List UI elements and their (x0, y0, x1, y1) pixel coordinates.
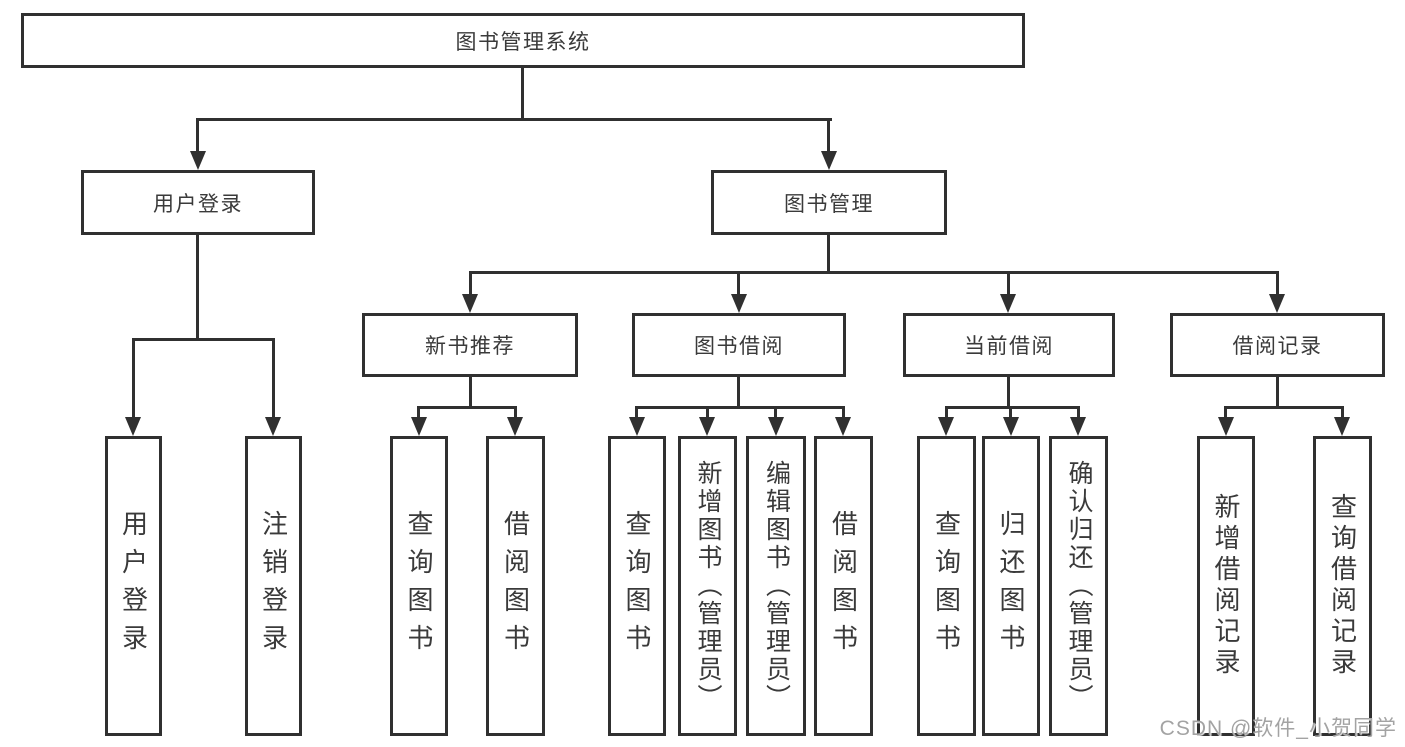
arrowhead-user-login-2 (265, 417, 281, 436)
leaf-label: 用户登录 (118, 510, 149, 662)
leaf-label: 注销登录 (258, 510, 289, 662)
connector-borrowing-drop-2 (706, 406, 709, 420)
connector-records-drop-1 (1224, 406, 1227, 420)
arrowhead-records-1 (1218, 417, 1234, 436)
leaf-current-query-books: 查询图书 (917, 436, 976, 736)
connector-book-mgmt-drop-2 (737, 271, 740, 297)
node-label: 用户登录 (153, 192, 243, 216)
node-label: 新书推荐 (425, 335, 515, 358)
connector-recommend-bar (417, 406, 517, 409)
node-label: 图书管理 (784, 192, 874, 216)
connector-book-mgmt-bar (469, 271, 1279, 274)
leaf-borrowing-query-books: 查询图书 (608, 436, 666, 736)
leaf-label: 查询图书 (404, 510, 434, 662)
leaf-recommend-borrow-books: 借阅图书 (486, 436, 545, 736)
leaf-records-add-borrow-record: 新增借阅记录 (1197, 436, 1255, 736)
arrowhead-book-mgmt-2 (731, 294, 747, 313)
leaf-current-confirm-return-admin: 确认归还（管理员） (1049, 436, 1108, 736)
leaf-label: 新增借阅记录 (1211, 493, 1241, 679)
leaf-label: 确认归还（管理员） (1065, 460, 1093, 712)
connector-current-drop-3 (1077, 406, 1080, 420)
node-label: 图书借阅 (694, 335, 784, 358)
arrowhead-recommend-2 (507, 417, 523, 436)
connector-book-mgmt-stem (827, 235, 830, 271)
connector-records-bar (1224, 406, 1344, 409)
connector-borrowing-drop-4 (842, 406, 845, 420)
leaf-label: 借阅图书 (828, 510, 859, 662)
leaf-borrowing-add-books-admin: 新增图书（管理员） (678, 436, 737, 736)
connector-current-stem (1007, 377, 1010, 406)
connector-user-login-drop-2 (272, 338, 275, 420)
arrowhead-current-1 (938, 417, 954, 436)
node-book-management: 图书管理 (711, 170, 947, 235)
arrowhead-book-mgmt-3 (1000, 294, 1016, 313)
node-library-management-system: 图书管理系统 (21, 13, 1025, 68)
node-label: 借阅记录 (1232, 335, 1323, 358)
connector-borrowing-stem (737, 377, 740, 406)
arrowhead-borrowing-3 (768, 417, 784, 436)
connector-recommend-drop-1 (417, 406, 420, 420)
connector-current-drop-2 (1009, 406, 1012, 420)
leaf-user-login: 用户登录 (105, 436, 162, 736)
connector-recommend-stem (469, 377, 472, 406)
connector-book-mgmt-drop-4 (1276, 271, 1279, 297)
node-borrowing-records: 借阅记录 (1170, 313, 1385, 377)
arrowhead-current-2 (1003, 417, 1019, 436)
node-user-login: 用户登录 (81, 170, 315, 235)
node-current-borrowing: 当前借阅 (903, 313, 1115, 377)
arrowhead-book-mgmt-1 (462, 294, 478, 313)
leaf-recommend-query-books: 查询图书 (390, 436, 448, 736)
leaf-label: 查询图书 (931, 510, 962, 662)
leaf-label: 新增图书（管理员） (694, 460, 722, 712)
connector-root-stem (521, 68, 524, 118)
connector-book-mgmt-drop-3 (1007, 271, 1010, 297)
leaf-current-return-books: 归还图书 (982, 436, 1040, 736)
csdn-watermark: CSDN @软件_小贺同学 (1159, 717, 1397, 740)
leaf-logout: 注销登录 (245, 436, 302, 736)
connector-user-login-bar (132, 338, 275, 341)
leaf-label: 归还图书 (996, 510, 1026, 662)
node-label: 当前借阅 (964, 335, 1054, 358)
connector-current-drop-1 (945, 406, 948, 420)
arrowhead-recommend-1 (411, 417, 427, 436)
arrowhead-current-3 (1070, 417, 1086, 436)
connector-borrowing-drop-3 (774, 406, 777, 420)
arrowhead-root-1 (190, 151, 206, 170)
connector-user-login-stem (196, 235, 199, 338)
node-new-book-recommend: 新书推荐 (362, 313, 578, 377)
arrowhead-user-login-1 (125, 417, 141, 436)
connector-book-mgmt-drop-1 (469, 271, 472, 297)
node-label: 图书管理系统 (455, 30, 591, 54)
arrowhead-book-mgmt-4 (1269, 294, 1285, 313)
connector-records-drop-2 (1341, 406, 1344, 420)
connector-borrowing-drop-1 (635, 406, 638, 420)
connector-root-drop-1 (196, 118, 199, 154)
arrowhead-root-2 (821, 151, 837, 170)
arrowhead-borrowing-1 (629, 417, 645, 436)
connector-current-bar (945, 406, 1080, 409)
node-book-borrowing: 图书借阅 (632, 313, 846, 377)
leaf-records-query-borrow-record: 查询借阅记录 (1313, 436, 1372, 736)
leaf-borrowing-borrow-books: 借阅图书 (814, 436, 873, 736)
leaf-label: 查询图书 (622, 510, 652, 662)
connector-borrowing-bar (635, 406, 845, 409)
arrowhead-borrowing-4 (835, 417, 851, 436)
connector-user-login-drop-1 (132, 338, 135, 420)
arrowhead-records-2 (1334, 417, 1350, 436)
connector-root-bar (196, 118, 832, 121)
connector-records-stem (1276, 377, 1279, 406)
arrowhead-borrowing-2 (699, 417, 715, 436)
connector-recommend-drop-2 (514, 406, 517, 420)
leaf-label: 编辑图书（管理员） (762, 460, 791, 712)
leaf-borrowing-edit-books-admin: 编辑图书（管理员） (746, 436, 806, 736)
leaf-label: 查询借阅记录 (1327, 493, 1358, 679)
connector-root-drop-2 (827, 118, 830, 154)
leaf-label: 借阅图书 (500, 510, 531, 662)
